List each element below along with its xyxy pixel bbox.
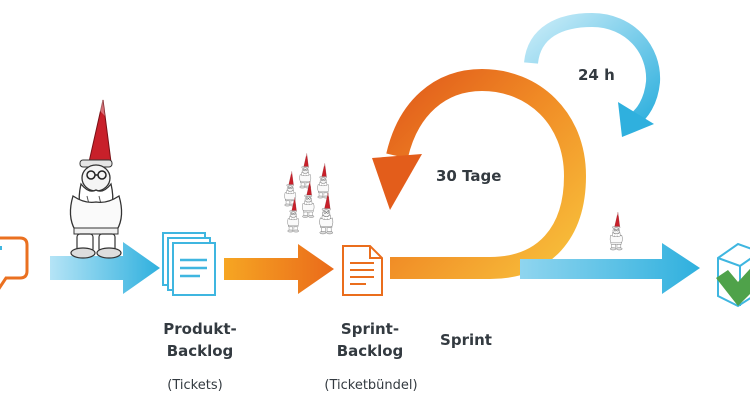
- daily-loop-label: 24 h: [578, 66, 615, 84]
- arrow-to-product-backlog: [50, 242, 160, 294]
- sprint-backlog-note: (Ticketbündel): [324, 378, 418, 393]
- gnome-icon: [69, 99, 123, 259]
- sprint-backlog-label-line1: Sprint-: [340, 320, 400, 338]
- arrow-to-sprint-backlog: [224, 244, 334, 294]
- product-backlog-label-line1: Produkt-: [163, 320, 237, 338]
- sprint-loop-arrow: [372, 68, 587, 279]
- sprint-backlog-label-line2: Backlog: [336, 342, 404, 360]
- arrow-to-product: [520, 243, 700, 294]
- gnome-icon: [609, 211, 623, 251]
- document-icon: [342, 245, 383, 296]
- product-backlog-note: (Tickets): [167, 378, 223, 393]
- document-stack-icon: [162, 232, 216, 296]
- product-backlog-label: Produkt- Backlog: [140, 318, 260, 362]
- check-icon: [716, 268, 750, 306]
- sprint-loop-label: 30 Tage: [436, 167, 501, 185]
- sprint-backlog-label: Sprint- Backlog: [310, 318, 430, 362]
- product-backlog-label-line2: Backlog: [166, 342, 234, 360]
- sprint-label: Sprint: [440, 331, 492, 349]
- daily-loop-arrow: [524, 12, 661, 137]
- gnome-group-icon: [284, 153, 334, 235]
- chat-bubble-icon: [0, 236, 29, 290]
